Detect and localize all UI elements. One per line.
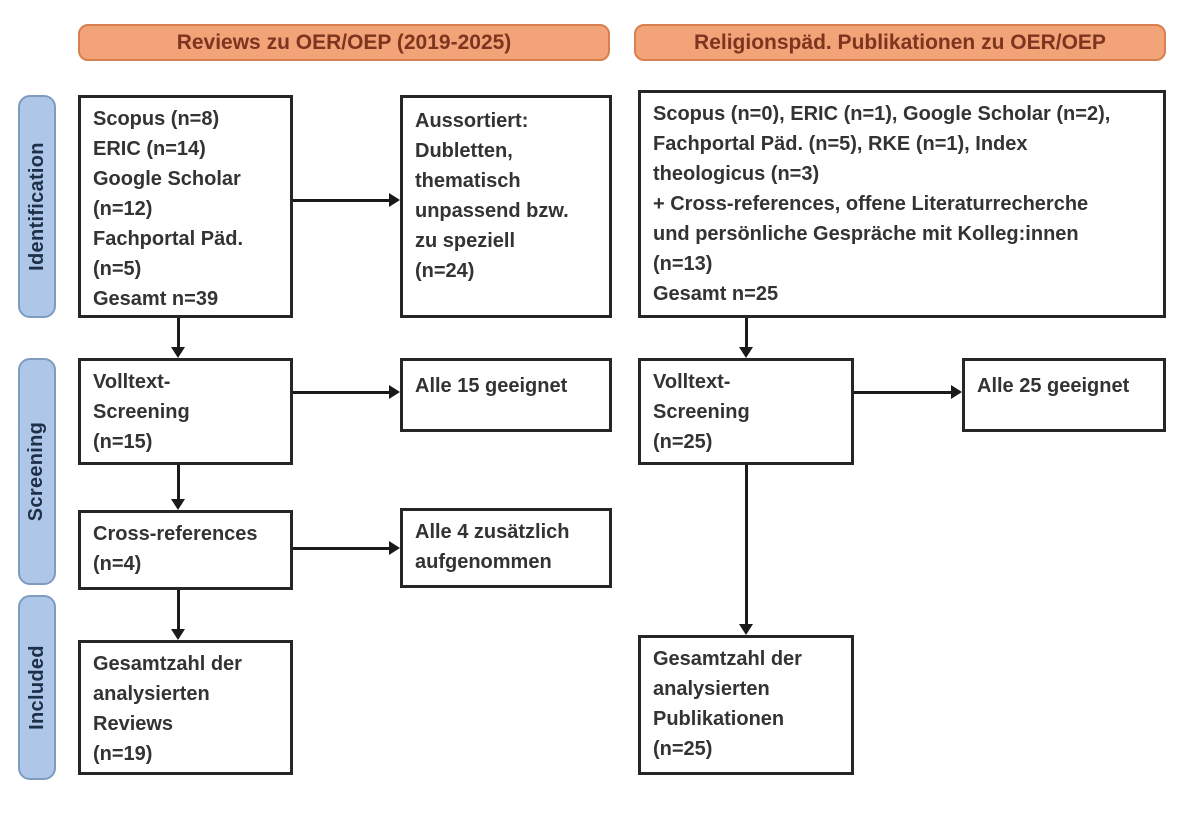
stage-label-included-text: Included xyxy=(25,645,48,730)
box-reviews-fulltext-screening: Volltext-Screening(n=15) xyxy=(78,358,293,465)
box-reviews-sources: Scopus (n=8)ERIC (n=14)Google Scholar(n=… xyxy=(78,95,293,318)
stage-label-identification-text: Identification xyxy=(25,142,48,271)
stage-label-screening: Screening xyxy=(18,358,56,585)
box-relpaed-all-eligible: Alle 25 geeignet xyxy=(962,358,1166,432)
box-relpaed-sources: Scopus (n=0), ERIC (n=1), Google Scholar… xyxy=(638,90,1166,318)
box-relpaed-fulltext-screening: Volltext-Screening(n=25) xyxy=(638,358,854,465)
stage-label-screening-text: Screening xyxy=(25,421,48,522)
column-header-religionspaed: Religionspäd. Publikationen zu OER/OEP xyxy=(634,24,1166,61)
stage-label-identification: Identification xyxy=(18,95,56,318)
column-header-reviews: Reviews zu OER/OEP (2019-2025) xyxy=(78,24,610,61)
stage-label-included: Included xyxy=(18,595,56,780)
box-reviews-crossreferences: Cross-references(n=4) xyxy=(78,510,293,590)
box-reviews-all-eligible: Alle 15 geeignet xyxy=(400,358,612,432)
